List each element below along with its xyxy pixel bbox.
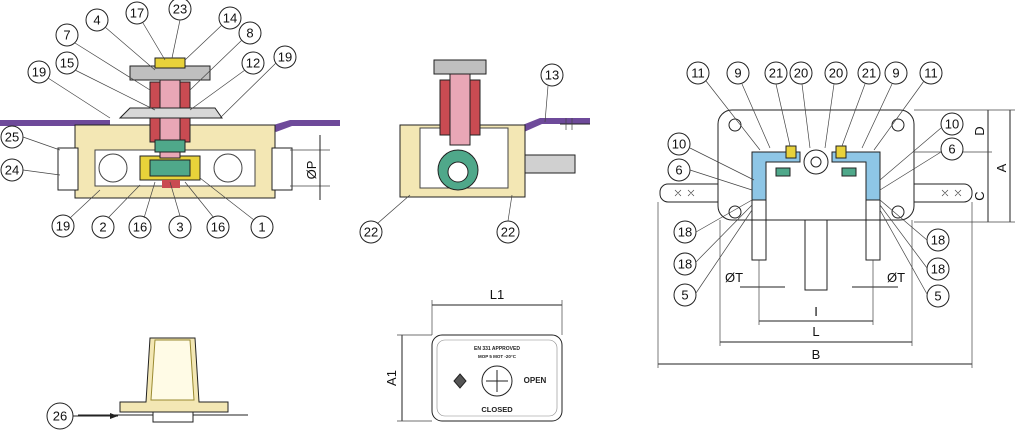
dim-b: B (812, 347, 821, 362)
callout-6-b: 6 (948, 142, 955, 157)
callout-5-b: 5 (934, 289, 941, 304)
callout-20-a: 20 (794, 66, 808, 81)
callout-18-a: 18 (678, 225, 692, 240)
part-26-view: 26 (46, 337, 248, 430)
callout-1: 1 (258, 220, 265, 235)
callout-10-a: 10 (672, 137, 686, 152)
callout-3: 3 (176, 220, 183, 235)
dim-i: I (814, 304, 818, 319)
nameplate-view: EN 331 APPROVED MOP 5 MOT -20°C OPEN CLO… (384, 287, 563, 422)
callout-25: 25 (5, 130, 19, 145)
callouts-left: 4 17 23 14 7 8 15 12 19 19 25 24 19 2 16… (0, 0, 297, 239)
dim-d: D (972, 126, 987, 135)
right-plan-view: D C A ØT ØT I L B (657, 109, 1015, 368)
dim-t-right: ØT (887, 270, 905, 285)
callout-9-b: 9 (892, 66, 899, 81)
callout-21-b: 21 (862, 66, 876, 81)
dim-l: L (812, 324, 819, 339)
callout-9-a: 9 (734, 66, 741, 81)
callout-21-a: 21 (769, 66, 783, 81)
callout-5-a: 5 (681, 288, 688, 303)
dim-t-left: ØT (725, 270, 743, 285)
callout-22-b: 22 (501, 225, 515, 240)
callout-11-a: 11 (691, 66, 705, 81)
dim-a: A (994, 163, 1009, 172)
callout-15: 15 (60, 56, 74, 71)
callout-19-c: 19 (56, 219, 70, 234)
callout-13: 13 (545, 68, 559, 83)
dim-l1: L1 (490, 287, 504, 302)
callout-7: 7 (63, 28, 70, 43)
dim-a1: A1 (384, 370, 399, 386)
callout-16-b: 16 (211, 220, 225, 235)
callouts-middle: 13 22 22 (359, 63, 564, 244)
dim-op: ØP (304, 161, 319, 180)
callout-19-a: 19 (32, 65, 46, 80)
callout-24: 24 (5, 163, 19, 178)
callout-18-b: 18 (678, 257, 692, 272)
callout-6-a: 6 (675, 163, 682, 178)
callout-10-b: 10 (945, 117, 959, 132)
callout-20-b: 20 (829, 66, 843, 81)
callout-14: 14 (223, 11, 237, 26)
callout-19-b: 19 (278, 50, 292, 65)
middle-section-view (399, 59, 590, 198)
plate-open: OPEN (524, 376, 547, 385)
callout-2: 2 (99, 220, 106, 235)
callout-22-a: 22 (364, 225, 378, 240)
callout-16-a: 16 (133, 220, 147, 235)
left-section-view: ØP (0, 57, 340, 200)
dim-c: C (972, 191, 987, 200)
plate-approval: EN 331 APPROVED (474, 346, 520, 352)
plate-ratings: MOP 5 MOT -20°C (478, 354, 517, 359)
plate-closed: CLOSED (481, 405, 513, 414)
callout-18-c: 18 (931, 233, 945, 248)
callout-17: 17 (130, 6, 144, 21)
callout-4: 4 (93, 13, 100, 28)
callout-8: 8 (246, 26, 253, 41)
callouts-right: 11 9 21 20 20 21 9 11 10 10 6 6 18 18 18… (667, 61, 964, 308)
callout-12: 12 (246, 56, 260, 71)
callout-11-b: 11 (924, 66, 938, 81)
callout-18-d: 18 (931, 262, 945, 277)
callout-26: 26 (53, 409, 67, 424)
callout-23: 23 (173, 2, 187, 17)
